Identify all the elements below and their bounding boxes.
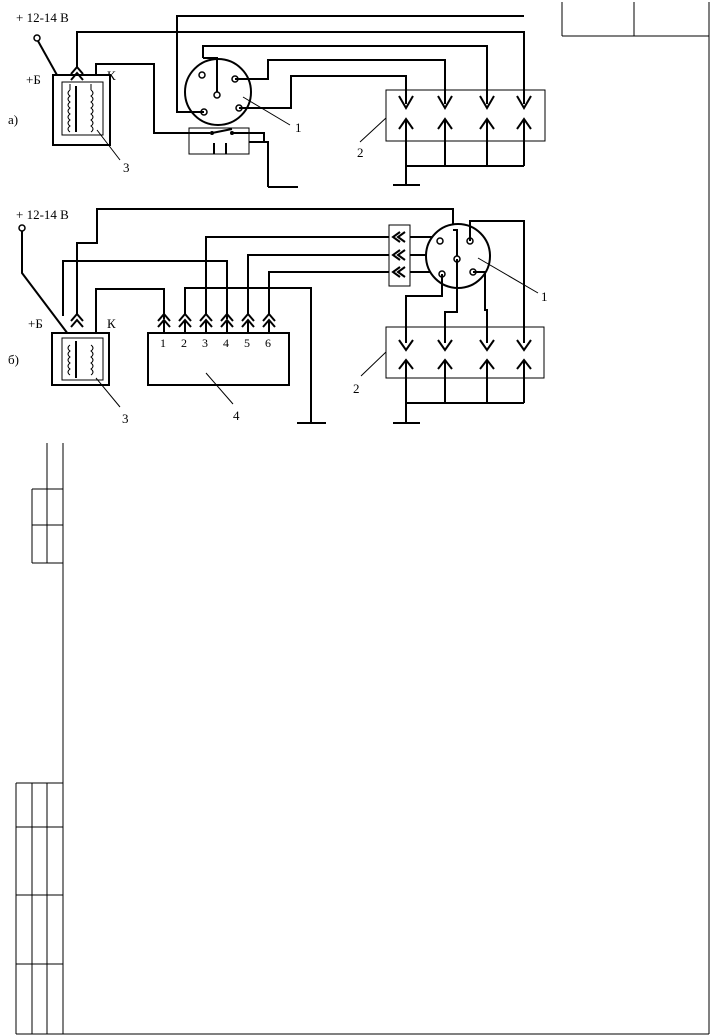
voltage-label: + 12-14 В	[16, 10, 69, 25]
module-connectors	[157, 312, 276, 333]
callout-1: 1	[295, 120, 302, 135]
callout-b-4: 4	[233, 408, 240, 423]
module-pin-2: 2	[181, 336, 187, 350]
battery-label: +Б	[26, 72, 41, 87]
sheet-frame	[15, 2, 710, 1035]
variant-label: а)	[8, 112, 18, 127]
spark-plug-block-b	[385, 326, 545, 424]
battery-wire-b	[21, 231, 69, 335]
k-label-b: К	[107, 316, 116, 331]
k-label: К	[107, 68, 116, 83]
callout-3: 3	[123, 160, 130, 175]
battery-terminal-b	[18, 224, 26, 232]
voltage-label-b: + 12-14 В	[16, 207, 69, 222]
electronic-module: 1 2 3 4 5 6	[147, 312, 290, 386]
battery-terminal	[33, 34, 41, 42]
module-pin-6: 6	[265, 336, 271, 350]
variant-label-b: б)	[8, 352, 19, 367]
breaker-points	[188, 127, 269, 187]
module-pin-1: 1	[160, 336, 166, 350]
battery-label-b: +Б	[28, 316, 43, 331]
ignition-coil	[52, 74, 111, 146]
module-pin-4: 4	[223, 336, 229, 350]
coil-hv-connector-b	[70, 312, 84, 328]
ignition-coil-b	[51, 332, 110, 386]
module-pin-5: 5	[244, 336, 250, 350]
callout-b-2: 2	[353, 381, 360, 396]
diagram-a: + 12-14 В +Б К а)	[8, 10, 546, 188]
callout-2: 2	[357, 145, 364, 160]
module-pin-3: 3	[202, 336, 208, 350]
diagram-b: + 12-14 В +Б К б)	[8, 207, 548, 426]
callout-b-3: 3	[122, 411, 129, 426]
spark-plug-block	[385, 89, 546, 186]
callout-b-1: 1	[541, 289, 548, 304]
